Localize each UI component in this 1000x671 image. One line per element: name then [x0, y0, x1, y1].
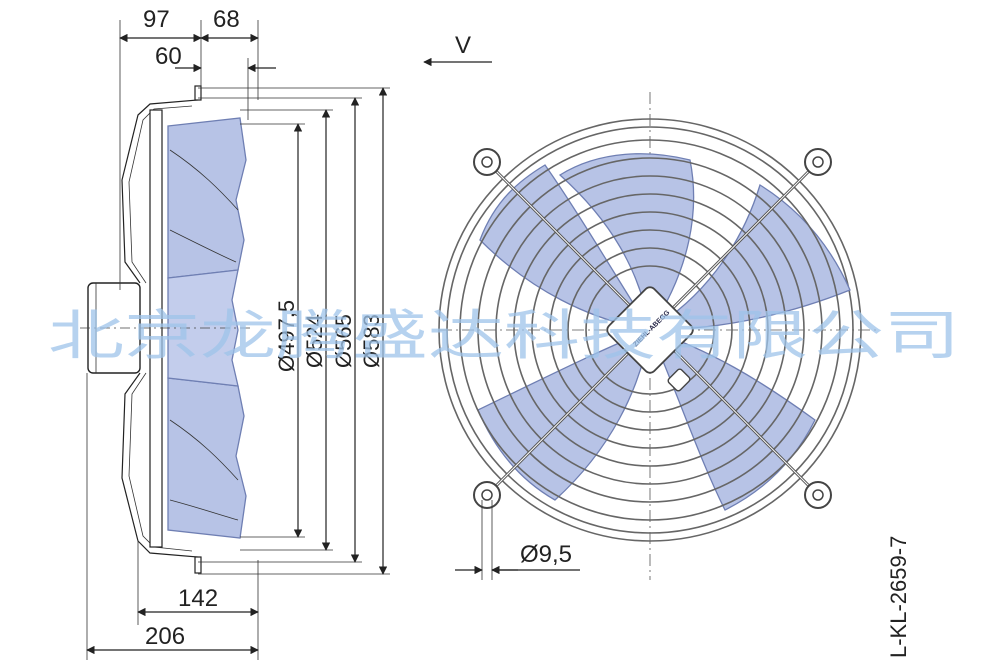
view-label: V — [455, 32, 471, 59]
mounting-holes — [473, 148, 832, 509]
dim-dia-497: Ø497,5 — [274, 300, 299, 372]
dim-60: 60 — [155, 43, 182, 70]
side-view — [80, 85, 250, 574]
blade-1 — [558, 153, 695, 332]
watermark-text: 北京龙腾盛达科技有限公司 — [48, 304, 960, 367]
top-dimensions: 97 68 60 — [119, 6, 276, 290]
hole-dimension: Ø9,5 — [455, 500, 580, 580]
side-shroud — [149, 109, 163, 548]
guard-rings — [459, 139, 841, 521]
dim-68: 68 — [213, 6, 240, 33]
dim-dia-583: Ø583 — [359, 314, 384, 368]
view-arrow: V — [423, 32, 492, 67]
drawing-code: L-KL-2659-7 — [886, 536, 911, 658]
dim-97: 97 — [143, 6, 170, 33]
dim-dia-524: Ø524 — [302, 314, 327, 368]
front-view: ZIEHL-ABEGG — [438, 92, 880, 580]
dim-dia-565: Ø565 — [331, 314, 356, 368]
dim-hole: Ø9,5 — [520, 541, 572, 568]
dim-206: 206 — [145, 623, 185, 650]
center-hub: ZIEHL-ABEGG — [606, 286, 694, 392]
diameter-dimensions: Ø497,5 Ø524 Ø565 Ø583 — [198, 87, 390, 575]
side-blades — [167, 117, 247, 279]
dim-142: 142 — [178, 585, 218, 612]
bottom-dimensions: 142 206 — [86, 373, 259, 660]
